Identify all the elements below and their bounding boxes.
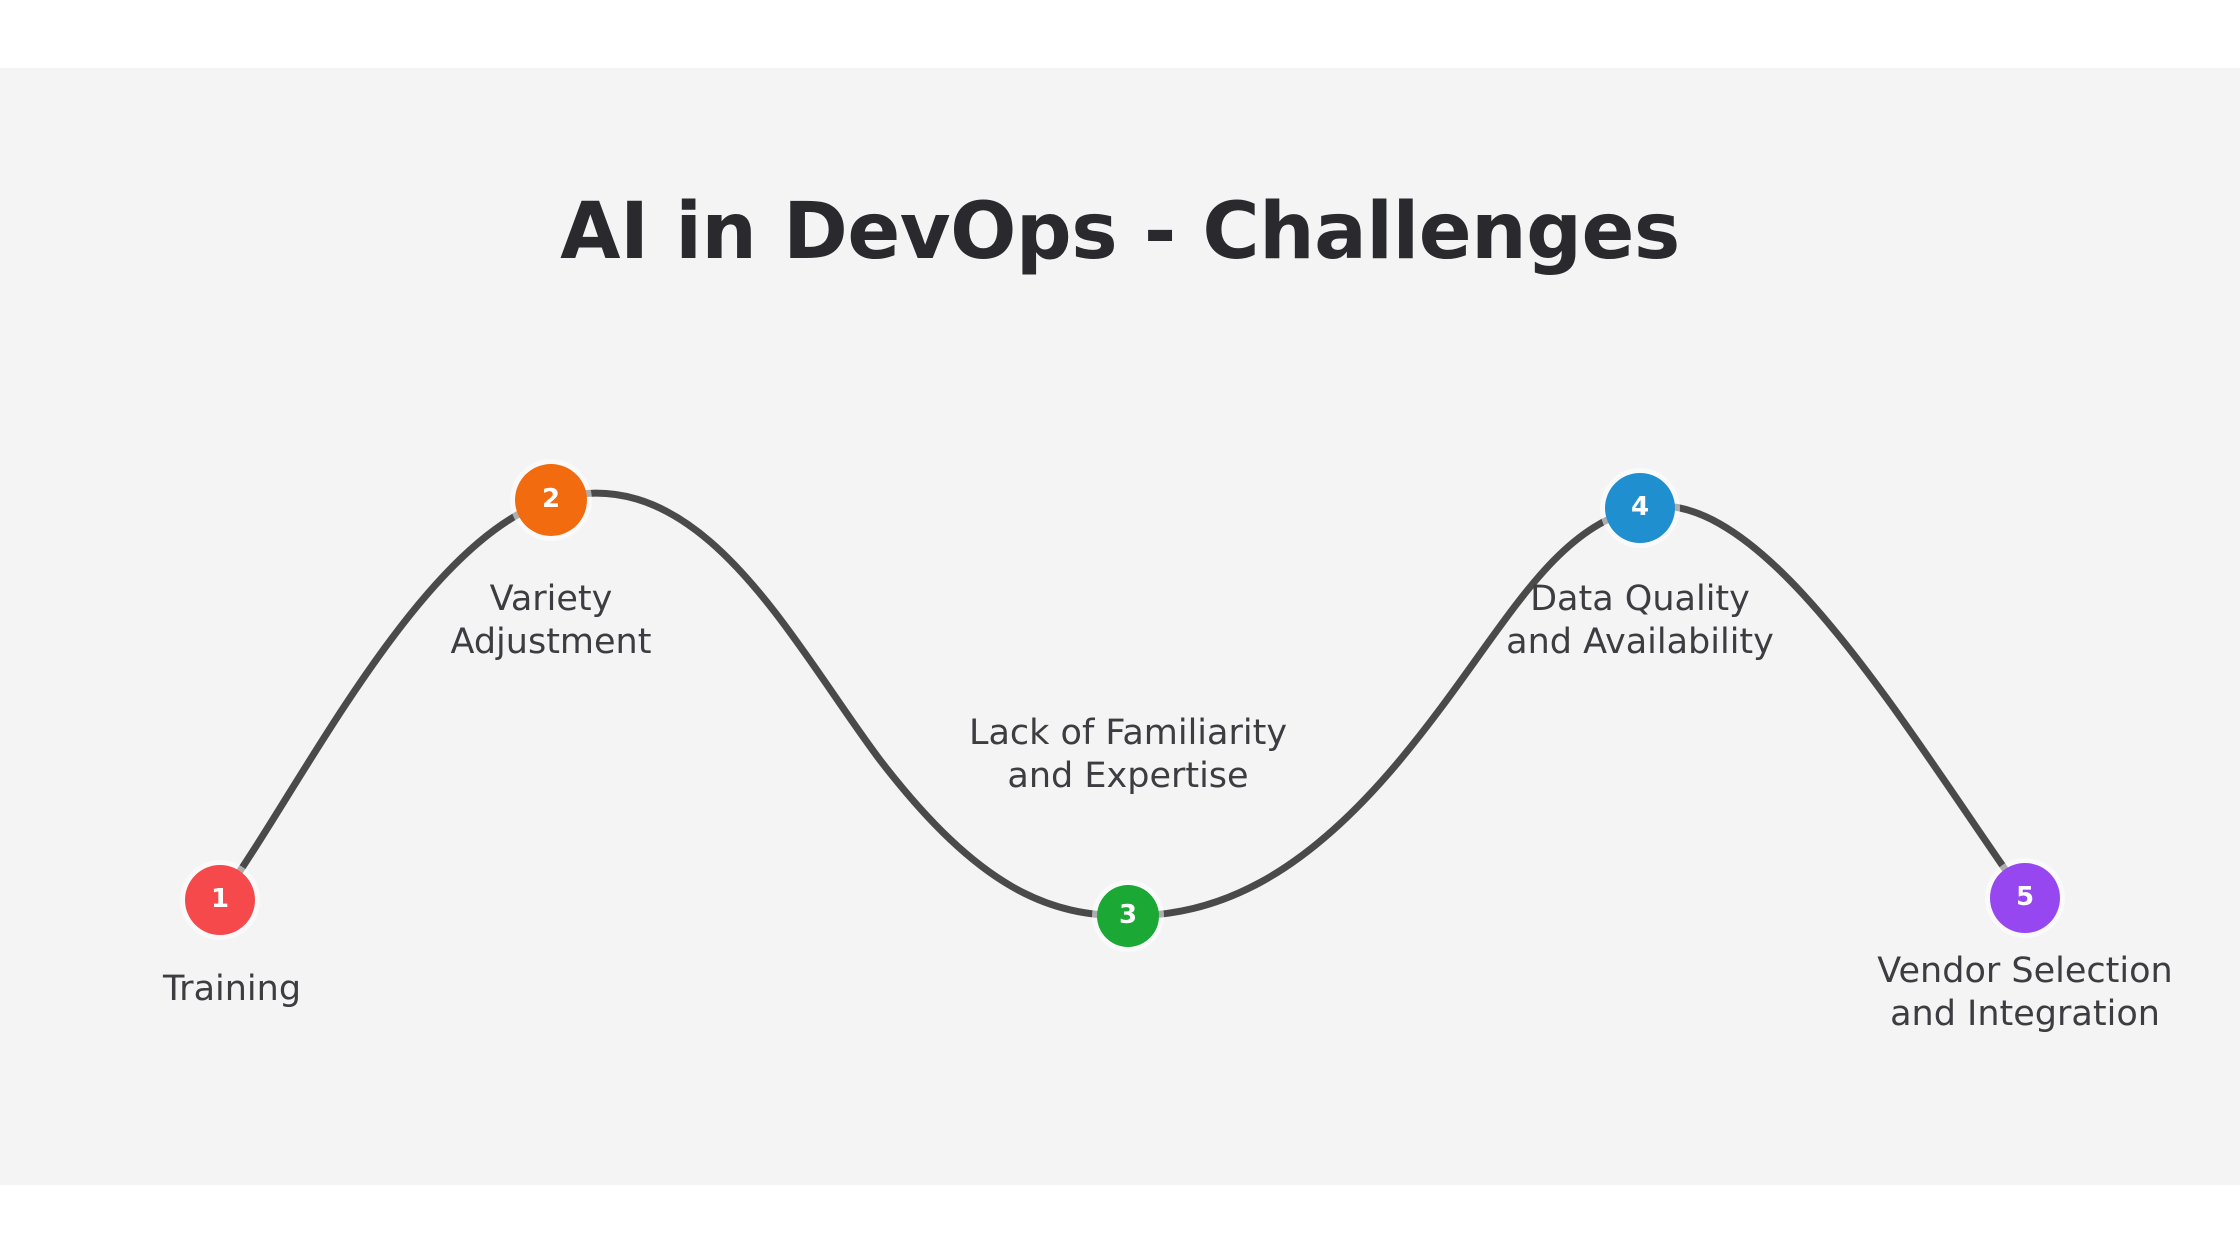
node-number-label: 3 (1118, 900, 1138, 930)
node-marker-3[interactable]: 3 (1097, 885, 1159, 947)
node-number-label: 5 (2015, 882, 2035, 912)
node-caption-3: Lack of Familiarity and Expertise (968, 713, 1288, 796)
node-marker-5[interactable]: 5 (1990, 863, 2060, 933)
node-caption-2: Variety Adjustment (450, 579, 652, 662)
node-caption-4: Data Quality and Availability (1506, 579, 1774, 662)
wave-path (216, 489, 2029, 920)
node-marker-4[interactable]: 4 (1605, 473, 1675, 543)
node-number-label: 4 (1630, 492, 1650, 522)
content-panel (0, 68, 2240, 1185)
node-marker-1[interactable]: 1 (185, 865, 255, 935)
node-number-label: 2 (541, 484, 561, 514)
node-caption-1: Training (162, 969, 302, 1009)
node-caption-5: Vendor Selection and Integration (1877, 951, 2173, 1034)
page-title: AI in DevOps - Challenges (560, 187, 1680, 277)
node-marker-2[interactable]: 2 (515, 464, 587, 536)
node-number-label: 1 (210, 884, 230, 914)
